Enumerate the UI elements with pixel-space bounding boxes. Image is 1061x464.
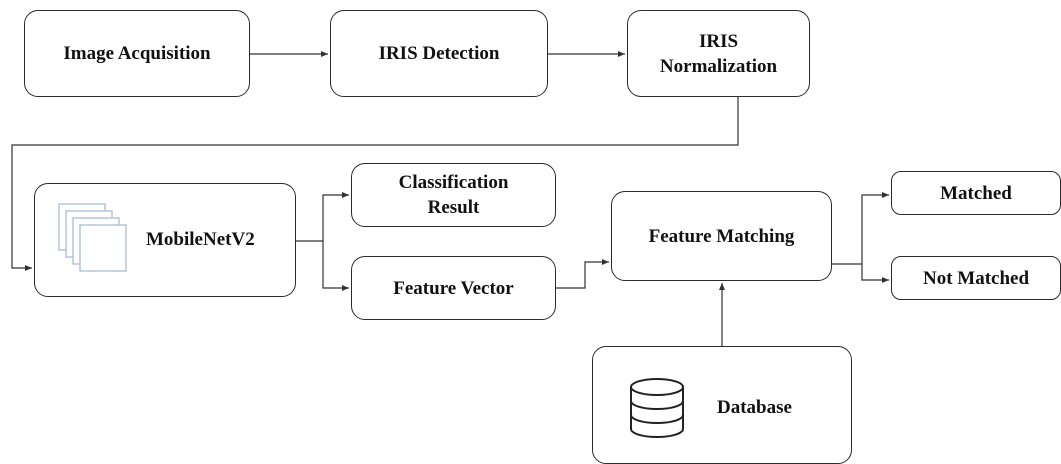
mobilenet-box: MobileNetV2 (34, 183, 296, 297)
feature-vector-box: Feature Vector (351, 256, 556, 320)
database-box: Database (592, 346, 852, 464)
database-label: Database (717, 397, 792, 418)
classification-result-box: Classification Result (351, 163, 556, 227)
feature-matching-box: Feature Matching (611, 191, 832, 281)
image-acquisition-box: Image Acquisition (24, 10, 250, 97)
iris-detection-label: IRIS Detection (378, 43, 500, 64)
matched-box: Matched (891, 171, 1061, 215)
classification-result-label: Classification Result (398, 172, 509, 218)
iris-normalization-label: IRIS Normalization (659, 30, 778, 77)
image-acquisition-label: Image Acquisition (63, 43, 211, 64)
arrow-to-matched (861, 192, 889, 264)
feature-matching-label: Feature Matching (648, 225, 795, 247)
arrow-to-feature-vector (322, 241, 349, 291)
arrow-to-classification-result (322, 192, 349, 241)
feature-vector-label: Feature Vector (393, 277, 514, 299)
mobilenet-label: MobileNetV2 (146, 229, 255, 250)
stacked-layers-icon (58, 203, 127, 272)
database-icon (630, 378, 684, 438)
arrow-vector-to-matching (556, 259, 609, 289)
not-matched-label: Not Matched (922, 267, 1030, 289)
matched-label: Matched (940, 182, 1012, 204)
not-matched-box: Not Matched (891, 256, 1061, 300)
arrow-normalization-to-mobilenet (11, 97, 739, 271)
iris-normalization-box: IRIS Normalization (627, 10, 810, 97)
arrow-to-not-matched (861, 264, 889, 283)
iris-detection-box: IRIS Detection (330, 10, 548, 97)
